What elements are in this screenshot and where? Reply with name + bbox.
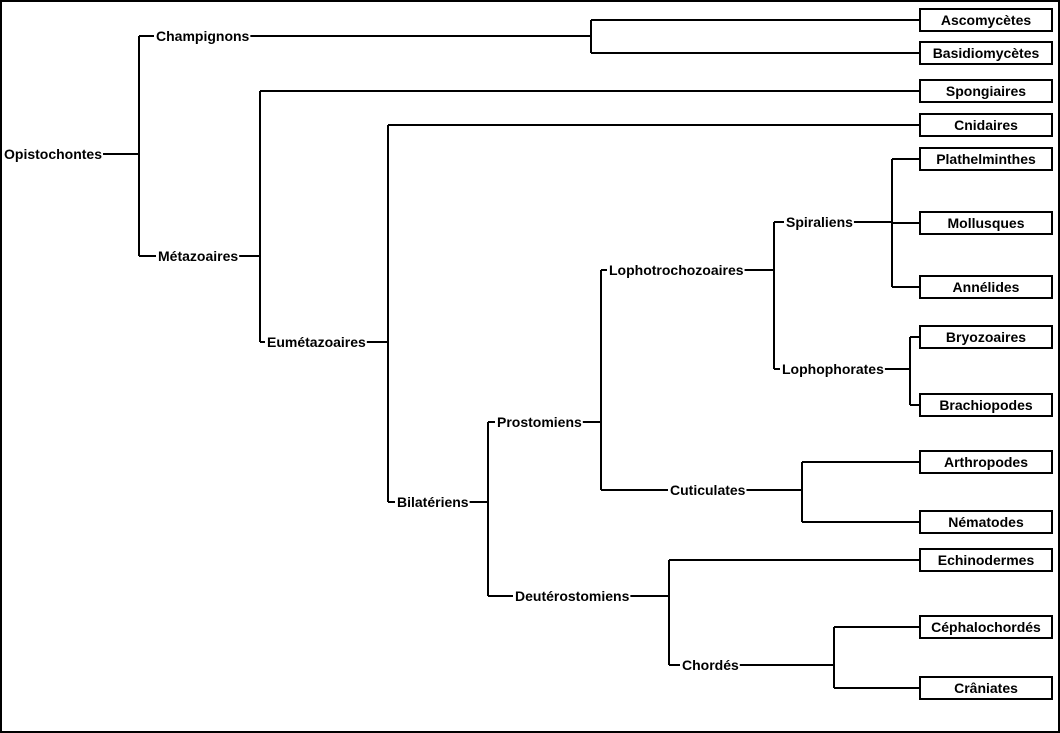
leaf-label: Spongiaires	[946, 83, 1026, 99]
clade-label: Métazoaires	[158, 248, 238, 264]
clade-label: Eumétazoaires	[267, 334, 366, 350]
leaf-label: Arthropodes	[944, 454, 1028, 470]
leaf-label: Cnidaires	[954, 117, 1018, 133]
clade-label: Chordés	[682, 657, 739, 673]
leaf-label: Crâniates	[954, 680, 1018, 696]
clade-label: Cuticulates	[670, 482, 746, 498]
clade-label: Opistochontes	[4, 146, 102, 162]
leaf-label: Bryozoaires	[946, 329, 1026, 345]
leaf-label: Annélides	[953, 279, 1020, 295]
leaf-label: Plathelminthes	[936, 151, 1036, 167]
leaf-label: Céphalochordés	[931, 619, 1041, 635]
clade-label: Prostomiens	[497, 414, 582, 430]
leaf-label: Ascomycètes	[941, 12, 1031, 28]
clade-label: Champignons	[156, 28, 250, 44]
clade-label: Lophophorates	[782, 361, 884, 377]
leaf-label: Mollusques	[947, 215, 1024, 231]
clade-label: Bilatériens	[397, 494, 469, 510]
leaf-label: Brachiopodes	[939, 397, 1033, 413]
clade-label: Spiraliens	[786, 214, 853, 230]
leaf-label: Echinodermes	[938, 552, 1035, 568]
clade-label: Deutérostomiens	[515, 588, 630, 604]
clade-label: Lophotrochozoaires	[609, 262, 744, 278]
leaf-label: Nématodes	[948, 514, 1024, 530]
leaf-label: Basidiomycètes	[933, 45, 1040, 61]
